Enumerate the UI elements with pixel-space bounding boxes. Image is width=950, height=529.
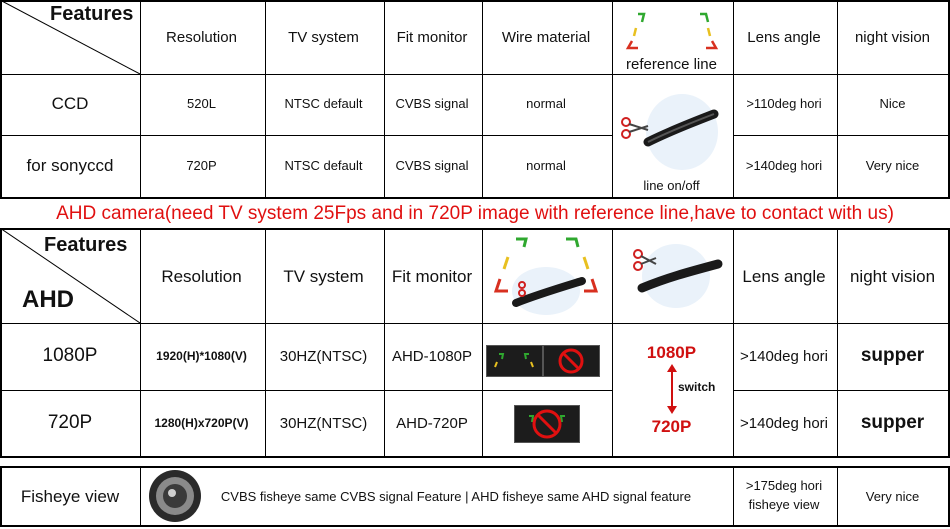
row-name-1080p: 1080P bbox=[42, 345, 98, 366]
cell-wire-material: normal bbox=[526, 158, 566, 173]
no-reference-line-icon bbox=[543, 345, 600, 377]
switch-arrow-icon bbox=[662, 364, 682, 414]
header-night-vision: night vision bbox=[854, 28, 931, 46]
scissor-cable-icon bbox=[618, 92, 726, 172]
row-name-ccd: CCD bbox=[51, 93, 89, 113]
features-diagonal bbox=[0, 0, 141, 75]
switch-1080p-label: 1080P bbox=[646, 343, 697, 362]
header-night-vision: night vision bbox=[849, 266, 936, 286]
cell-tv-system: NTSC default bbox=[284, 158, 363, 173]
cell-tv-system: 30HZ(NTSC) bbox=[279, 347, 368, 365]
cell-lens-angle: >140deg hori bbox=[740, 347, 828, 365]
cell-resolution: 520L bbox=[187, 96, 216, 111]
no-reference-line-icon bbox=[514, 405, 580, 443]
fisheye-lens-icon bbox=[144, 469, 206, 524]
cell-night-vision: Nice bbox=[879, 96, 906, 111]
header-tv-system: TV system bbox=[283, 266, 364, 286]
cell-resolution: 720P bbox=[186, 158, 217, 173]
header-lens-angle: Lens angle bbox=[742, 266, 826, 286]
switch-label: switch bbox=[678, 380, 716, 394]
features-diagonal bbox=[0, 227, 141, 324]
fisheye-lens-angle: >175deg hori fisheye view bbox=[733, 476, 835, 514]
spec-table-ccd bbox=[0, 0, 950, 199]
row-name-720p: 720P bbox=[47, 412, 93, 433]
header-tv-system: TV system bbox=[288, 28, 359, 46]
cell-fit-monitor: AHD-720P bbox=[396, 414, 468, 432]
features-label: Features bbox=[50, 3, 134, 25]
cell-resolution: 1280(H)x720P(V) bbox=[154, 416, 249, 430]
line-on-off-caption: line on/off bbox=[643, 177, 700, 193]
cell-fit-monitor: AHD-1080P bbox=[391, 347, 473, 365]
scissor-cable-icon bbox=[618, 240, 726, 312]
ahd-label: AHD bbox=[22, 286, 74, 313]
cell-fit-monitor: CVBS signal bbox=[395, 158, 469, 173]
fisheye-description: CVBS fisheye same CVBS signal Feature | … bbox=[220, 489, 692, 504]
header-reference-line: reference line bbox=[626, 55, 717, 73]
lens-angle-line2: fisheye view bbox=[748, 497, 820, 512]
row-name-fisheye: Fisheye view bbox=[20, 486, 120, 506]
cell-night-vision: Very nice bbox=[865, 158, 920, 173]
row-name-sonyccd: for sonyccd bbox=[26, 155, 114, 175]
features-label: Features bbox=[44, 234, 128, 256]
cell-night-vision: supper bbox=[860, 412, 925, 433]
fisheye-night-vision: Very nice bbox=[865, 489, 920, 504]
ahd-banner: AHD camera(need TV system 25Fps and in 7… bbox=[56, 203, 894, 224]
switch-720p-label: 720P bbox=[651, 417, 692, 436]
header-resolution: Resolution bbox=[161, 266, 242, 286]
cell-lens-angle: >140deg hori bbox=[745, 158, 823, 173]
header-resolution: Resolution bbox=[166, 28, 237, 46]
reference-lines-icon bbox=[618, 8, 726, 52]
header-lens-angle: Lens angle bbox=[747, 28, 821, 46]
spec-table-ahd bbox=[0, 228, 950, 458]
header-fit-monitor: Fit monitor bbox=[391, 266, 473, 286]
cell-night-vision: supper bbox=[860, 345, 925, 366]
cell-resolution: 1920(H)*1080(V) bbox=[156, 349, 247, 363]
reference-lines-icon bbox=[486, 345, 543, 377]
header-fit-monitor: Fit monitor bbox=[396, 28, 468, 46]
cell-wire-material: normal bbox=[526, 96, 566, 111]
lens-angle-line1: >175deg hori bbox=[745, 478, 823, 493]
cell-lens-angle: >140deg hori bbox=[740, 414, 828, 432]
cell-tv-system: 30HZ(NTSC) bbox=[279, 414, 368, 432]
reference-lines-icon bbox=[486, 233, 606, 319]
cell-tv-system: NTSC default bbox=[284, 96, 363, 111]
fisheye-row bbox=[0, 466, 950, 527]
header-wire-material: Wire material bbox=[501, 28, 591, 46]
cell-lens-angle: >110deg hori bbox=[746, 96, 822, 111]
cell-fit-monitor: CVBS signal bbox=[395, 96, 469, 111]
